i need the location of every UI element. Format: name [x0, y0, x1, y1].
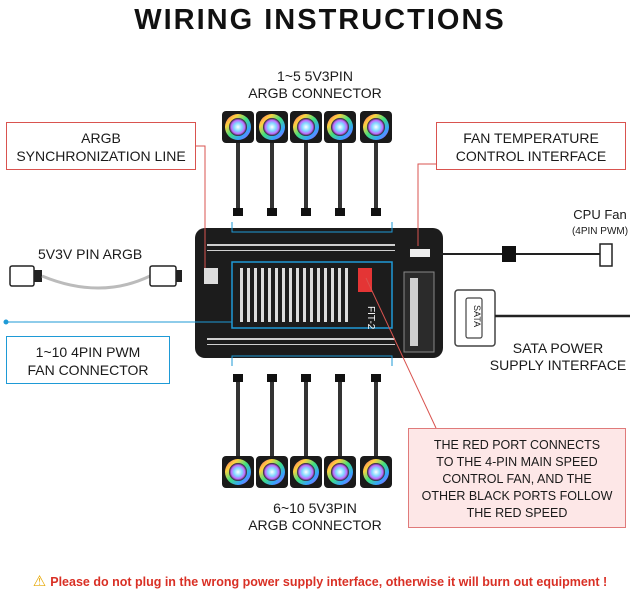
top-connector-line2: ARGB CONNECTOR: [248, 85, 382, 101]
warning-banner: ⚠Please do not plug in the wrong power s…: [0, 572, 640, 590]
sata-cable: [454, 289, 630, 347]
cpu-fan-line2: (4PIN PWM): [571, 226, 629, 237]
argb-sync-line2: SYNCHRONIZATION LINE: [16, 148, 186, 164]
fan-9: [324, 456, 356, 488]
pwm-line1: 1~10 4PIN PWM: [35, 344, 141, 360]
cpu-fan-cable: [440, 243, 613, 267]
bottom-cables: [236, 380, 378, 460]
bottom-plugs: [233, 374, 381, 382]
red-port-line5: THE RED SPEED: [466, 506, 568, 520]
fan-8: [290, 456, 322, 488]
bottom-connector-line1: 6~10 5V3PIN: [273, 500, 357, 516]
red-port-line2: TO THE 4-PIN MAIN SPEED: [436, 455, 598, 469]
top-connector-line1: 1~5 5V3PIN: [277, 68, 353, 84]
bottom-connector-label: 6~10 5V3PIN ARGB CONNECTOR: [230, 500, 400, 534]
argb-sync-line1: ARGB: [81, 130, 121, 146]
page-title: WIRING INSTRUCTIONS: [134, 4, 506, 36]
top-fans: [222, 111, 392, 143]
red-port-line3: CONTROL FAN, AND THE: [442, 472, 592, 486]
fan-7: [256, 456, 288, 488]
pin-columns: [240, 268, 348, 322]
red-port: [358, 268, 372, 292]
fan-5: [360, 111, 392, 143]
warning-icon: ⚠: [32, 573, 47, 590]
bottom-fans: [222, 456, 392, 488]
top-connector-label: 1~5 5V3PIN ARGB CONNECTOR: [230, 68, 400, 102]
callout-lines-red: [196, 145, 437, 429]
warning-text: Please do not plug in the wrong power su…: [50, 575, 608, 589]
red-port-line1: THE RED PORT CONNECTS: [433, 438, 601, 452]
bottom-connector-line2: ARGB CONNECTOR: [248, 517, 382, 533]
red-port-callout: THE RED PORT CONNECTS TO THE 4-PIN MAIN …: [408, 428, 626, 528]
sata-line1: SATA POWER: [512, 340, 604, 356]
sata-line2: SUPPLY INTERFACE: [489, 357, 627, 373]
cpu-fan-line1: CPU Fan: [573, 207, 627, 222]
red-port-line4: OTHER BLACK PORTS FOLLOW: [421, 489, 613, 503]
hub-board: [195, 228, 443, 358]
fan-4: [324, 111, 356, 143]
argb-sync-callout: ARGB SYNCHRONIZATION LINE: [6, 122, 196, 170]
fan-temp-callout: FAN TEMPERATURE CONTROL INTERFACE: [436, 122, 626, 170]
fan-10: [360, 456, 392, 488]
fan-2: [256, 111, 288, 143]
callout-lines-blue: [3, 222, 393, 366]
fan-temp-line1: FAN TEMPERATURE: [463, 130, 599, 146]
fan-temp-line2: CONTROL INTERFACE: [455, 148, 607, 164]
pwm-callout: 1~10 4PIN PWM FAN CONNECTOR: [6, 336, 170, 384]
fan-1: [222, 111, 254, 143]
fan-3: [290, 111, 322, 143]
board-label: FIT-2: [365, 306, 376, 330]
top-cables: [236, 143, 378, 210]
argb-input-cable: [9, 265, 182, 290]
top-plugs: [233, 208, 381, 216]
cpu-fan-label: CPU Fan (4PIN PWM): [560, 206, 640, 240]
pwm-line2: FAN CONNECTOR: [27, 362, 149, 378]
fan-6: [222, 456, 254, 488]
sata-label: SATA POWER SUPPLY INTERFACE: [480, 340, 636, 374]
argb-input-label: 5V3V PIN ARGB: [38, 246, 143, 262]
sata-connector-label: SATA: [472, 305, 482, 327]
